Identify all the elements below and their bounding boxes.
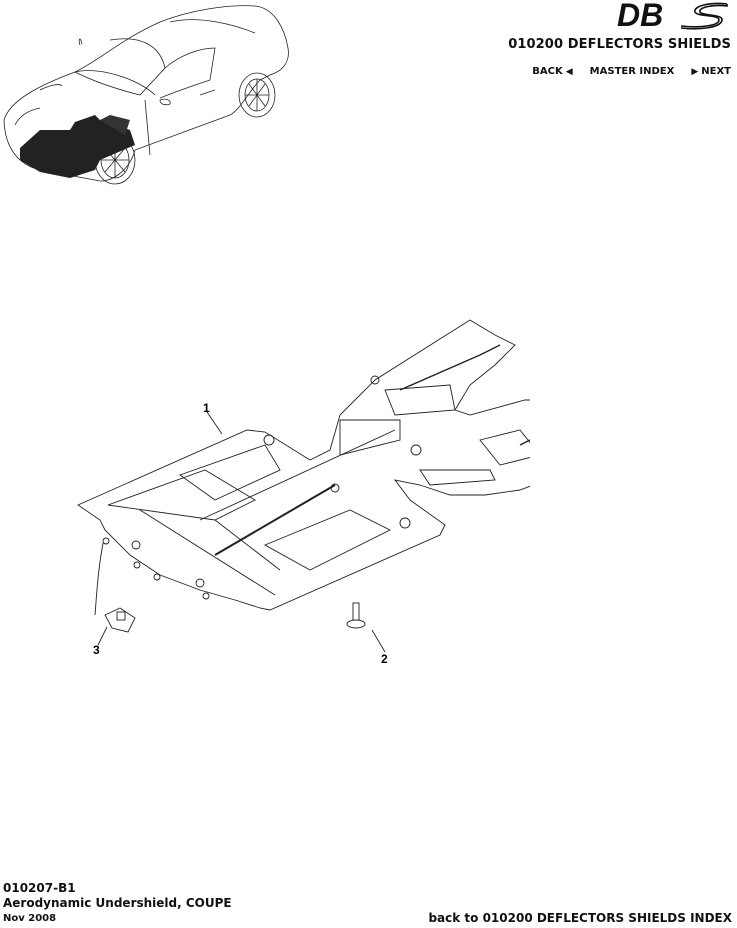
part-description: Aerodynamic Undershield, COUPE [3,896,232,910]
screw-part [346,602,366,629]
dbs-logo: DB [617,0,728,30]
triangle-left-icon: ◀ [565,67,573,77]
triangle-right-icon: ▶ [691,67,699,77]
back-label: BACK [532,66,563,77]
clip-nut-part [104,607,136,633]
next-label: NEXT [701,66,731,77]
part-date: Nov 2008 [3,913,57,924]
section-title: 010200 DEFLECTORS SHIELDS [508,37,731,52]
back-to-index-link[interactable]: back to 010200 DEFLECTORS SHIELDS INDEX [428,911,732,925]
logo-text: DB [617,0,663,30]
next-link[interactable]: ▶NEXT [688,66,731,77]
part-code: 010207-B1 [3,881,76,895]
car-thumbnail-image [3,5,289,185]
undershield-part [77,319,530,611]
back-link[interactable]: BACK◀ [532,66,575,77]
nav-bar: BACK◀ MASTER INDEX ▶NEXT [532,66,731,77]
callout-3: 3 [93,643,100,657]
master-index-link[interactable]: MASTER INDEX [589,66,675,77]
undershield-diagram: 1 2 3 [77,319,530,666]
callout-1: 1 [203,401,210,415]
callout-2: 2 [381,652,388,666]
